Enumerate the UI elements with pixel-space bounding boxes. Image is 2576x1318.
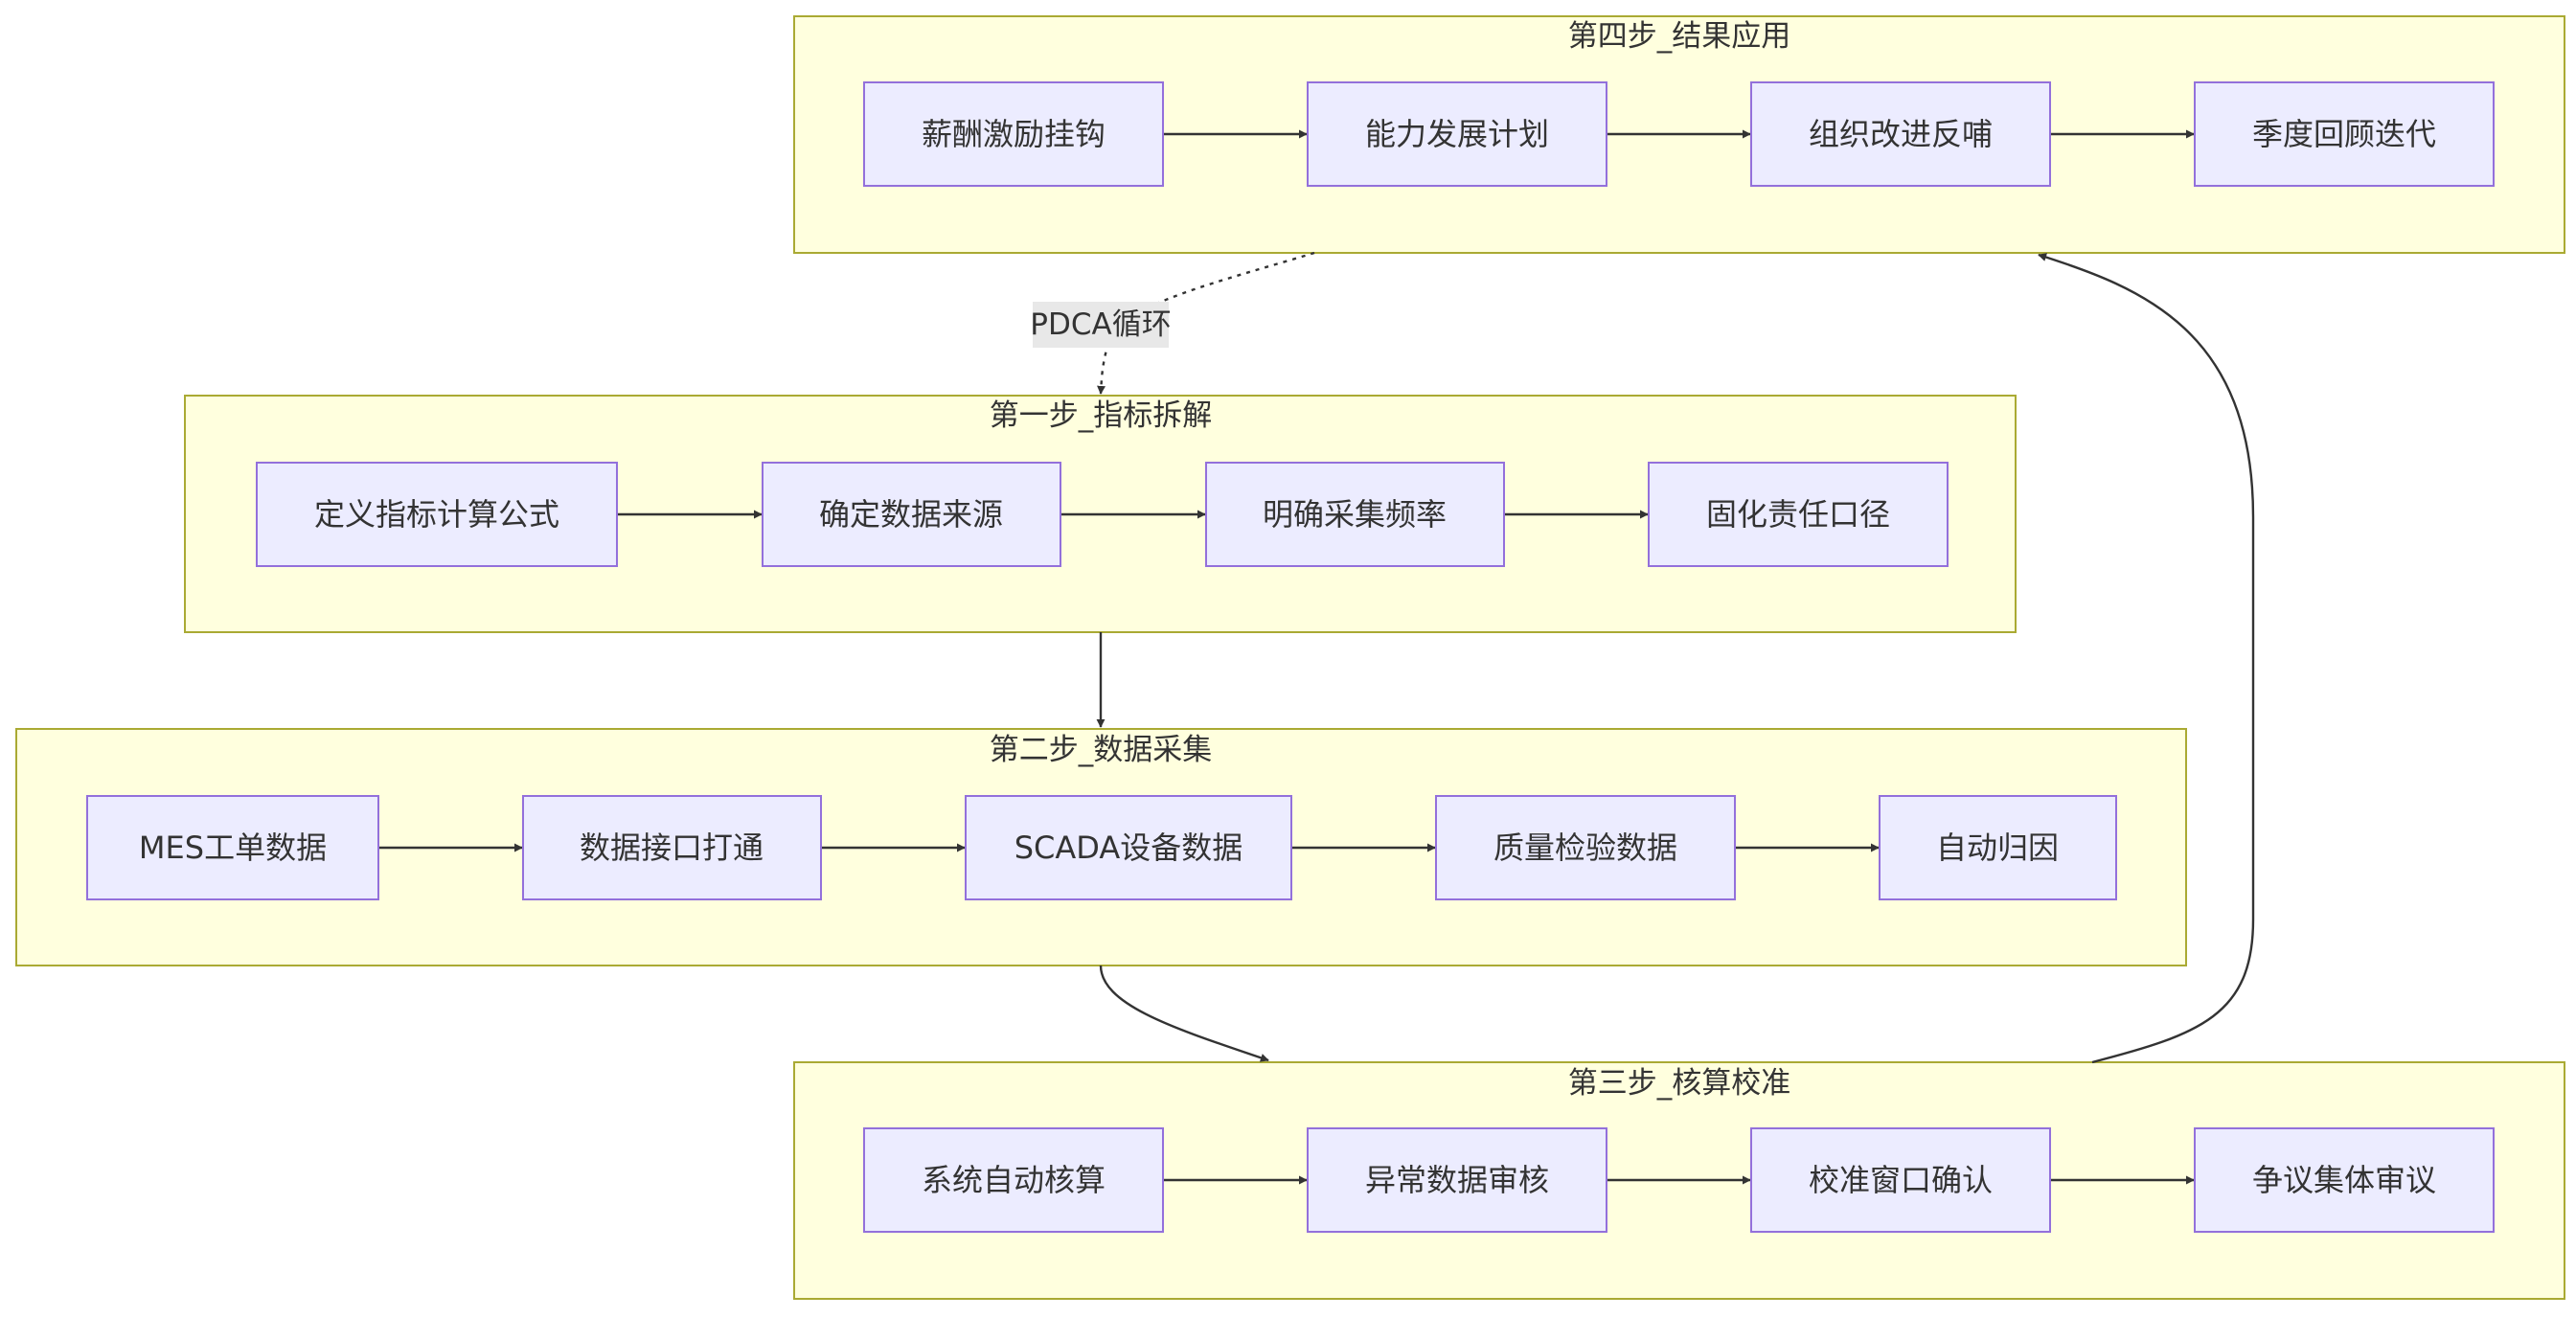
node-dispute-review[interactable]: 争议集体审议 [2194, 1127, 2495, 1233]
node-auto-attribution[interactable]: 自动归因 [1879, 795, 2117, 900]
node-box [1879, 795, 2117, 900]
node-mes-data[interactable]: MES工单数据 [86, 795, 379, 900]
node-box [1307, 81, 1607, 187]
node-label: 组织改进反哺 [1809, 116, 1993, 152]
edge-label-pdca-text: PDCA循环 [1030, 307, 1171, 342]
node-label: 校准窗口确认 [1809, 1162, 1993, 1198]
node-label: MES工单数据 [139, 829, 327, 866]
node-label: 确定数据来源 [819, 496, 1003, 533]
node-label: 能力发展计划 [1365, 116, 1549, 152]
node-box [1307, 1127, 1607, 1233]
edge-step3-to-step4 [2038, 253, 2255, 1064]
cluster-step4-title: 第四步_结果应用 [1568, 19, 1791, 54]
cluster-step1-title: 第一步_指标拆解 [990, 398, 1213, 433]
node-auto-accounting[interactable]: 系统自动核算 [863, 1127, 1164, 1233]
node-label: SCADA设备数据 [1014, 829, 1243, 866]
node-box [863, 81, 1164, 187]
node-define-formula[interactable]: 定义指标计算公式 [256, 462, 618, 567]
node-org-improvement[interactable]: 组织改进反哺 [1750, 81, 2051, 187]
node-box [522, 795, 822, 900]
node-box [965, 795, 1292, 900]
node-label: 定义指标计算公式 [314, 496, 559, 533]
node-responsibility[interactable]: 固化责任口径 [1648, 462, 1949, 567]
node-anomaly-review[interactable]: 异常数据审核 [1307, 1127, 1607, 1233]
node-box [1750, 81, 2051, 187]
node-box [1205, 462, 1505, 567]
node-box [762, 462, 1061, 567]
node-box [86, 795, 379, 900]
node-scada-data[interactable]: SCADA设备数据 [965, 795, 1292, 900]
node-quality-data[interactable]: 质量检验数据 [1435, 795, 1736, 900]
node-label: 争议集体审议 [2252, 1162, 2436, 1198]
edge-label-pdca: PDCA循环 [1030, 302, 1172, 348]
node-box [2194, 1127, 2495, 1233]
node-data-interface[interactable]: 数据接口打通 [522, 795, 822, 900]
node-box [256, 462, 618, 567]
node-label: 异常数据审核 [1365, 1162, 1549, 1198]
edge-label-pdca-background [1033, 302, 1169, 348]
cluster-step3-title: 第三步_核算校准 [1568, 1066, 1791, 1101]
node-label: 明确采集频率 [1263, 496, 1447, 533]
node-label: 薪酬激励挂钩 [922, 116, 1106, 152]
node-box [1648, 462, 1949, 567]
node-box [2194, 81, 2495, 187]
node-data-source[interactable]: 确定数据来源 [762, 462, 1061, 567]
node-box [1750, 1127, 2051, 1233]
node-box [1435, 795, 1736, 900]
node-box [863, 1127, 1164, 1233]
cluster-step2-title: 第二步_数据采集 [990, 733, 1213, 767]
node-salary-incentive[interactable]: 薪酬激励挂钩 [863, 81, 1164, 187]
node-label: 固化责任口径 [1706, 496, 1890, 533]
node-quarterly-review[interactable]: 季度回顾迭代 [2194, 81, 2495, 187]
node-collection-frequency[interactable]: 明确采集频率 [1205, 462, 1505, 567]
node-label: 自动归因 [1936, 829, 2059, 866]
node-label: 质量检验数据 [1493, 829, 1677, 866]
edge-step2-to-step3 [1099, 965, 1269, 1062]
node-label: 系统自动核算 [922, 1162, 1106, 1198]
node-label: 季度回顾迭代 [2252, 116, 2436, 152]
node-capability-plan[interactable]: 能力发展计划 [1307, 81, 1607, 187]
node-calibration-window[interactable]: 校准窗口确认 [1750, 1127, 2051, 1233]
node-label: 数据接口打通 [580, 829, 764, 866]
